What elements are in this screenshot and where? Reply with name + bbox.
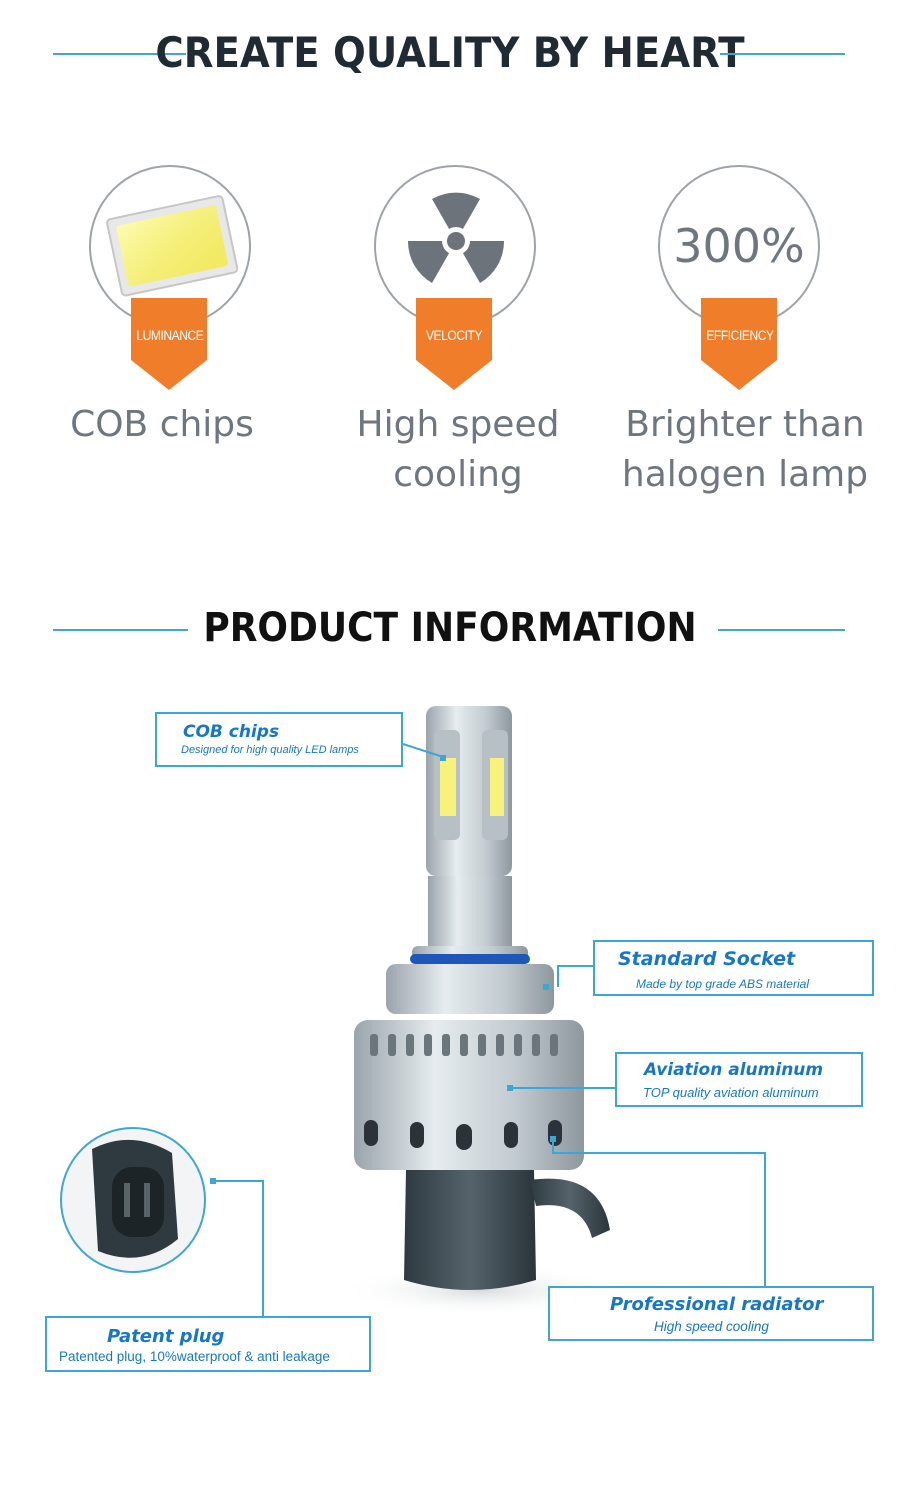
heading-rule-left-2 xyxy=(53,629,188,631)
heading-rule-left xyxy=(53,53,186,55)
feature-title-cob: COB chips xyxy=(70,404,254,445)
callout-aluminum-title: Aviation aluminum xyxy=(644,1060,824,1080)
heading-rule-right-2 xyxy=(718,629,845,631)
callout-socket-title: Standard Socket xyxy=(618,948,796,970)
callout-plug-sub: Patented plug, 10%waterproof & anti leak… xyxy=(59,1349,330,1364)
plug-closeup-image xyxy=(60,1127,206,1273)
badge-luminance xyxy=(131,298,207,390)
badge-efficiency xyxy=(701,298,777,390)
callout-cob-title: COB chips xyxy=(183,722,280,742)
connector-cob-dot xyxy=(440,755,446,761)
connector-aluminum xyxy=(511,1087,615,1089)
callout-professional-radiator: Professional radiator High speed cooling xyxy=(548,1286,874,1341)
badge-luminance-label: LUMINANCE xyxy=(136,327,204,343)
connector-radiator-v1 xyxy=(552,1140,554,1154)
led-bulb-image xyxy=(340,706,620,1316)
connector-plug-v xyxy=(262,1180,264,1317)
feature-title-cooling: High speed cooling xyxy=(356,404,560,495)
callout-cob-chips: COB chips Designed for high quality LED … xyxy=(155,712,403,767)
callout-radiator-sub: High speed cooling xyxy=(654,1319,769,1334)
section-heading-product: PRODUCT INFORMATION xyxy=(203,605,697,651)
connector-radiator-v2 xyxy=(764,1152,766,1286)
callout-socket-sub: Made by top grade ABS material xyxy=(636,977,809,991)
connector-radiator-dot xyxy=(550,1136,556,1142)
callout-patent-plug: Patent plug Patented plug, 10%waterproof… xyxy=(45,1316,371,1372)
badge-efficiency-label: EFFICIENCY xyxy=(706,327,774,343)
badge-velocity xyxy=(416,298,492,390)
fan-icon xyxy=(374,165,536,327)
badge-velocity-label: VELOCITY xyxy=(425,327,483,343)
section-heading-quality: CREATE QUALITY BY HEART xyxy=(155,28,745,77)
callout-plug-title: Patent plug xyxy=(107,1326,225,1347)
callout-aluminum-sub: TOP quality aviation aluminum xyxy=(643,1085,819,1100)
connector-socket xyxy=(557,965,593,967)
connector-aluminum-dot xyxy=(507,1085,513,1091)
connector-socket-v xyxy=(557,965,559,987)
connector-socket-dot xyxy=(543,984,549,990)
callout-radiator-title: Professional radiator xyxy=(610,1294,824,1315)
connector-plug-dot xyxy=(210,1178,216,1184)
heading-rule-right xyxy=(720,53,845,55)
efficiency-value: 300% xyxy=(673,219,805,273)
feature-title-brighter: Brighter than halogen lamp xyxy=(621,404,869,495)
callout-aviation-aluminum: Aviation aluminum TOP quality aviation a… xyxy=(615,1052,863,1107)
callout-cob-sub: Designed for high quality LED lamps xyxy=(181,744,359,756)
connector-plug-h xyxy=(214,1180,264,1182)
connector-radiator-h xyxy=(552,1152,766,1154)
callout-standard-socket: Standard Socket Made by top grade ABS ma… xyxy=(593,940,874,996)
